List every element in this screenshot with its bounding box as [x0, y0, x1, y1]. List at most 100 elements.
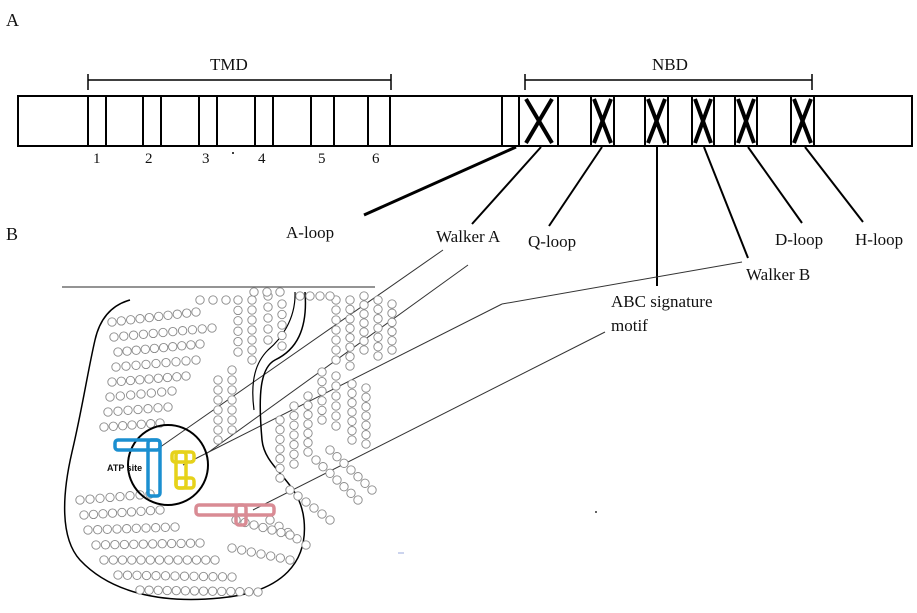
residue — [248, 336, 256, 344]
residue — [178, 327, 186, 335]
residue — [276, 288, 284, 296]
residue — [114, 348, 122, 356]
residue — [188, 326, 196, 334]
residue — [310, 504, 318, 512]
residue — [214, 406, 222, 414]
residue — [362, 421, 370, 429]
residue — [142, 571, 150, 579]
residue — [374, 305, 382, 313]
residue — [346, 352, 354, 360]
residue — [137, 556, 145, 564]
residue — [101, 541, 109, 549]
walker-a-connector — [156, 250, 443, 450]
residue — [214, 396, 222, 404]
residue — [172, 358, 180, 366]
residue — [332, 306, 340, 314]
residue — [318, 377, 326, 385]
residue — [119, 422, 127, 430]
residue — [388, 327, 396, 335]
residue — [277, 528, 285, 536]
residue — [348, 417, 356, 425]
residue — [304, 448, 312, 456]
residue — [388, 309, 396, 317]
residue — [123, 347, 131, 355]
residue — [306, 292, 314, 300]
residue — [228, 406, 236, 414]
residue — [106, 493, 114, 501]
residue — [318, 416, 326, 424]
residue — [208, 324, 216, 332]
residue — [278, 300, 286, 308]
residue — [214, 426, 222, 434]
residue — [340, 483, 348, 491]
residue — [312, 456, 320, 464]
residue — [234, 327, 242, 335]
residue — [122, 362, 130, 370]
residue — [268, 526, 276, 534]
residue — [290, 450, 298, 458]
residue — [144, 405, 152, 413]
residue — [228, 544, 236, 552]
abc-signature-label: ABC signature — [611, 292, 713, 311]
residue — [124, 406, 132, 414]
residue — [114, 571, 122, 579]
residue — [333, 453, 341, 461]
residue — [368, 486, 376, 494]
residue — [96, 494, 104, 502]
residue — [248, 306, 256, 314]
residue — [264, 336, 272, 344]
residue — [278, 310, 286, 318]
residue — [290, 412, 298, 420]
residue — [149, 540, 157, 548]
tm-segment-lines — [88, 96, 502, 146]
residue — [276, 455, 284, 463]
residue — [332, 346, 340, 354]
residue — [94, 526, 102, 534]
residue — [318, 406, 326, 414]
residue — [192, 356, 200, 364]
residue — [126, 492, 134, 500]
residue — [347, 489, 355, 497]
residue — [276, 464, 284, 472]
residue — [346, 343, 354, 351]
residue — [108, 509, 116, 517]
residue — [304, 420, 312, 428]
residue — [304, 401, 312, 409]
residue — [286, 531, 294, 539]
tm-number: 1 — [93, 151, 101, 167]
residue — [346, 324, 354, 332]
residue — [360, 328, 368, 336]
residue — [173, 310, 181, 318]
protein-bar-outline — [18, 96, 912, 146]
residue — [100, 556, 108, 564]
residue — [169, 343, 177, 351]
residue — [171, 523, 179, 531]
residue — [92, 541, 100, 549]
tm-number: 6 — [372, 151, 380, 167]
residue — [214, 376, 222, 384]
residue — [190, 587, 198, 595]
residue — [264, 314, 272, 322]
residue — [84, 526, 92, 534]
residue — [199, 587, 207, 595]
residue — [142, 360, 150, 368]
residue — [296, 292, 304, 300]
residue — [248, 296, 256, 304]
residue — [234, 317, 242, 325]
residue — [250, 288, 258, 296]
residue — [178, 342, 186, 350]
residue — [118, 556, 126, 564]
residue — [348, 380, 356, 388]
residue — [354, 496, 362, 504]
residue — [348, 399, 356, 407]
residue — [248, 326, 256, 334]
residue — [278, 331, 286, 339]
residue — [326, 516, 334, 524]
residue — [182, 372, 190, 380]
residue — [152, 524, 160, 532]
residue — [171, 572, 179, 580]
residue — [109, 422, 117, 430]
residue — [248, 346, 256, 354]
residue — [161, 572, 169, 580]
residue — [276, 426, 284, 434]
